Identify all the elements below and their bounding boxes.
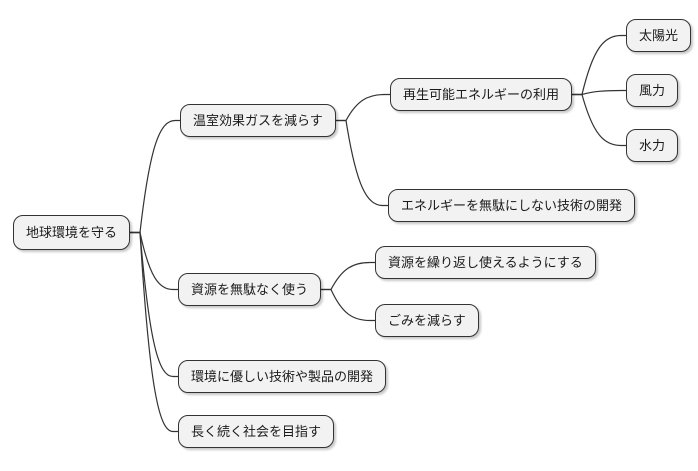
edge-connector (335, 93, 391, 122)
node-energy-saving-technology[interactable]: エネルギーを無駄にしない技術の開発 (388, 189, 636, 222)
node-solar-power[interactable]: 太陽光 (626, 19, 692, 52)
edge-connector (335, 119, 389, 207)
edge-connector (571, 93, 627, 147)
node-reduce-garbage[interactable]: ごみを減らす (375, 304, 479, 337)
node-renewable-energy-use[interactable]: 再生可能エネルギーの利用 (390, 78, 573, 111)
node-reuse-resources[interactable]: 資源を繰り返し使えるようにする (375, 246, 596, 279)
edge-connector (129, 231, 179, 433)
node-sustainable-society[interactable]: 長く続く社会を目指す (178, 415, 335, 448)
edge-connector (571, 89, 627, 96)
edge-connector (320, 261, 376, 291)
edge-connector (129, 119, 181, 234)
edge-connector (320, 288, 376, 322)
edge-connector (129, 231, 179, 378)
node-use-resources-efficiently[interactable]: 資源を無駄なく使う (178, 273, 322, 306)
node-wind-power[interactable]: 風力 (626, 74, 679, 107)
edge-connector (571, 34, 627, 96)
node-reduce-greenhouse-gases[interactable]: 温室効果ガスを減らす (180, 104, 336, 137)
edge-connector (129, 231, 179, 291)
node-hydro-power[interactable]: 水力 (626, 129, 679, 162)
node-eco-friendly-products[interactable]: 環境に優しい技術や製品の開発 (178, 360, 387, 393)
node-protect-environment[interactable]: 地球環境を守る (13, 215, 131, 250)
